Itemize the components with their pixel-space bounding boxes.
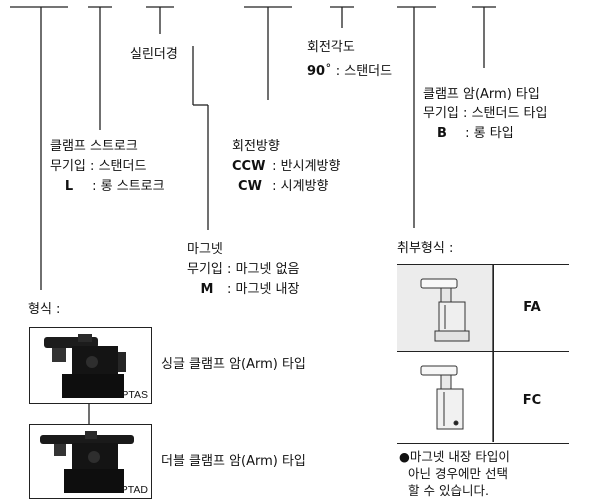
ptas-label: 싱글 클램프 암(Arm) 타입 [161, 357, 306, 372]
ptas-code: PTAS [121, 389, 148, 401]
ptad-label: 더블 클램프 암(Arm) 타입 [161, 454, 306, 469]
rotation-angle-title: 회전각도 [307, 40, 355, 55]
clamp-stroke-title: 클램프 스트로크 [50, 139, 138, 154]
mounting-note-line3: 할 수 있습니다. [408, 483, 489, 498]
mounting-table: FA FC [397, 264, 569, 444]
magnet-row1: 무기입 : 마그넷 없음 [187, 262, 300, 277]
ptas-photo: PTAS [29, 327, 152, 404]
rotation-direction-row1: CCW : 반시계방향 [232, 159, 341, 174]
clamp-stroke-row2: L : 롱 스트로크 [64, 179, 165, 194]
mounting-fa-image [397, 265, 494, 351]
clamp-stroke-row1: 무기입 : 스탠더드 [50, 159, 147, 174]
mounting-title: 취부형식 : [397, 241, 454, 256]
mounting-column-divider [492, 264, 494, 442]
clamp-arm-type-row1: 무기입 : 스탠더드 타입 [423, 106, 548, 121]
model-type-title: 형식 : [28, 302, 61, 317]
clamp-arm-type-row2: B : 롱 타입 [437, 126, 514, 141]
mounting-note-line1: ●마그넷 내장 타입이 [399, 449, 510, 464]
mounting-option-fa: FA [523, 300, 541, 315]
magnet-row2: M: 마그넷 내장 [200, 282, 300, 297]
magnet-title: 마그넷 [187, 242, 223, 257]
rotation-direction-row2: CW : 시계방향 [238, 179, 329, 194]
ptad-photo: PTAD [29, 424, 152, 499]
ptad-code: PTAD [120, 484, 148, 496]
mounting-note-line2: 아닌 경우에만 선택 [408, 466, 508, 481]
rotation-direction-title: 회전방향 [232, 139, 280, 154]
clamp-arm-type-title: 클램프 암(Arm) 타입 [423, 87, 540, 102]
mounting-option-fc: FC [522, 393, 542, 408]
mounting-fc-image [397, 352, 494, 442]
cylinder-bore-label: 실린더경 [130, 47, 178, 62]
rotation-angle-standard: 90˚ : 스탠더드 [307, 64, 393, 79]
